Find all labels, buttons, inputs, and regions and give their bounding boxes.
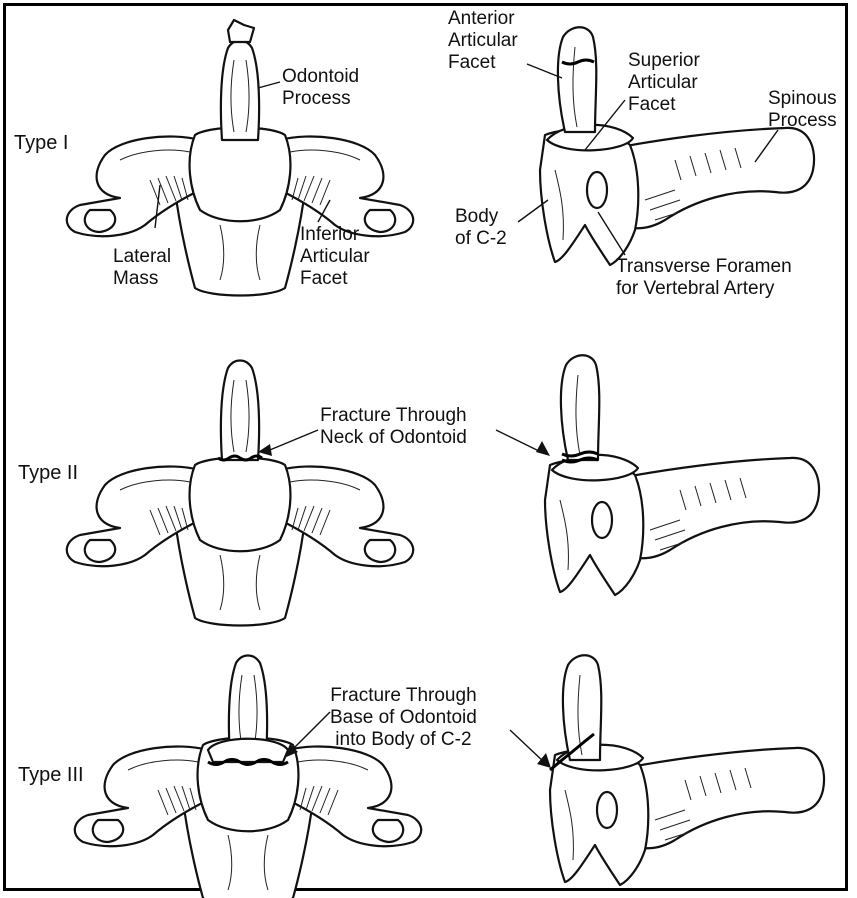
type2-lateral-view [545, 355, 819, 595]
fracture-base-label: Fracture Through Base of Odontoid into B… [330, 685, 477, 751]
spinous-process-label: Spinous Process [768, 88, 837, 132]
type2-front-view [67, 361, 413, 626]
lateral-mass-label: Lateral Mass [113, 246, 171, 290]
type3-label: Type III [18, 764, 84, 786]
type1-label: Type I [14, 132, 68, 154]
type3-lateral-view [550, 655, 824, 885]
inferior-articular-facet-label: Inferior Articular Facet [300, 224, 370, 290]
transverse-foramen-label: Transverse Foramen for Vertebral Artery [616, 256, 792, 300]
superior-articular-facet-label: Superior Articular Facet [628, 50, 700, 116]
anterior-articular-facet-label: Anterior Articular Facet [448, 8, 518, 74]
odontoid-process-label: Odontoid Process [282, 66, 359, 110]
body-c2-label: Body of C-2 [455, 206, 507, 250]
fracture-neck-label: Fracture Through Neck of Odontoid [320, 405, 467, 449]
type2-label: Type II [18, 462, 78, 484]
